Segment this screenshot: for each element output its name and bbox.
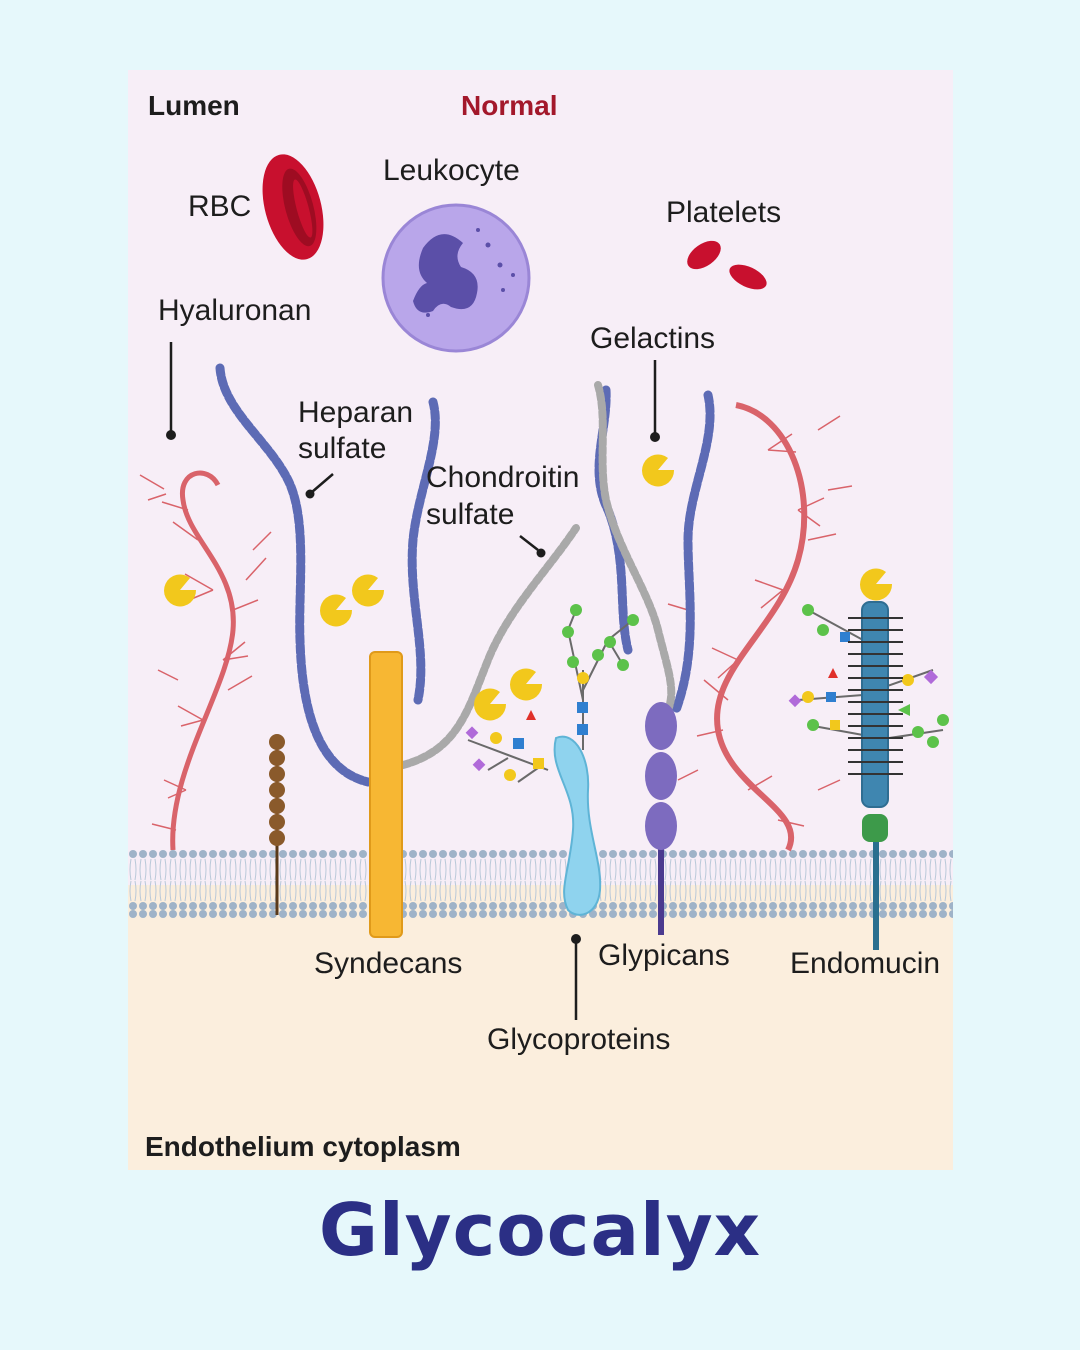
hyaluronan-strand-right (667, 402, 853, 852)
heparan-label-line1: Heparan (298, 396, 413, 429)
glypicans-label: Glypicans (598, 939, 730, 972)
chondroitin-label-line1: Chondroitin (426, 461, 579, 494)
chondroitin-label-line2: sulfate (426, 498, 514, 531)
chondroitin-sulfate-chains (399, 381, 676, 769)
rbc-cell (262, 154, 324, 260)
banner-title: Glycocalyx (318, 1188, 762, 1272)
endomucin-protein (848, 601, 903, 950)
hyaluronan-pointer-dot (166, 430, 176, 440)
rbc-label: RBC (188, 190, 251, 223)
endomucin-label: Endomucin (790, 947, 940, 980)
bead-protein (269, 734, 285, 915)
glycoproteins-pointer-dot (571, 934, 581, 944)
hyaluronan-strand-left (139, 470, 272, 851)
heparan-pointer-dot (305, 489, 315, 499)
cytoplasm-region (128, 885, 953, 1170)
lumen-heading: Lumen (148, 90, 240, 121)
normal-heading: Normal (461, 90, 557, 121)
cytoplasm-heading: Endothelium cytoplasm (145, 1131, 461, 1162)
glypican-protein (645, 702, 677, 935)
chondroitin-pointer (519, 535, 539, 551)
platelets-label: Platelets (666, 196, 781, 229)
platelet-cells (687, 240, 767, 290)
glycan-residues (465, 604, 949, 781)
leukocyte-label: Leukocyte (383, 154, 520, 187)
diagram-svg: Lumen Normal Endothelium cytoplasm RBC L… (128, 70, 953, 1170)
glycocalyx-diagram: Lumen Normal Endothelium cytoplasm RBC L… (128, 70, 953, 1170)
syndecans-label: Syndecans (314, 947, 462, 980)
heparan-label-line2: sulfate (298, 432, 386, 465)
gelactins-label: Gelactins (590, 322, 715, 355)
galectin-molecules (164, 454, 893, 721)
heparan-pointer (311, 473, 334, 493)
cell-membrane (128, 850, 953, 918)
chondroitin-pointer-dot (536, 548, 546, 558)
glycoprotein-molecule (553, 735, 602, 916)
leukocyte-cell (381, 203, 531, 353)
gelactins-pointer-dot (650, 432, 660, 442)
glycoproteins-label: Glycoproteins (487, 1023, 670, 1056)
hyaluronan-label: Hyaluronan (158, 294, 311, 327)
syndecan-protein (369, 651, 403, 938)
